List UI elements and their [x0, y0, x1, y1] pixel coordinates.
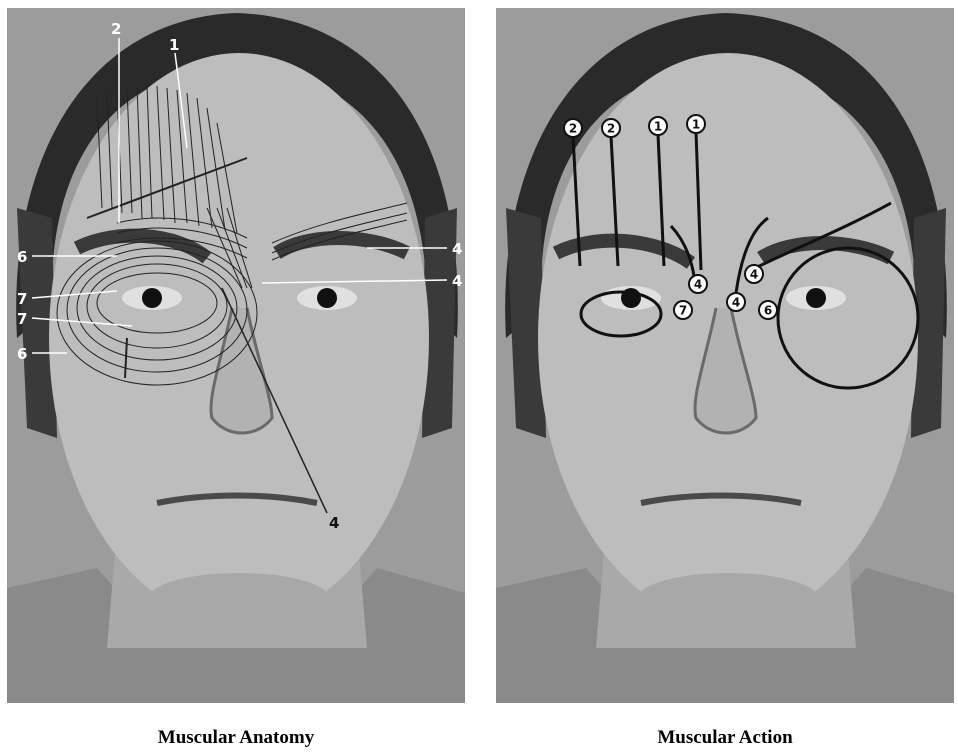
svg-text:7: 7	[679, 304, 687, 318]
caption-muscular-anatomy: Muscular Anatomy	[7, 727, 465, 749]
anatomy-photo-panel: 2 1 4 4 4 6 6 7 7	[7, 8, 465, 703]
svg-text:2: 2	[607, 122, 615, 136]
label-7-pretarsal-lower: 7	[17, 310, 27, 328]
action-photo: 2 2 1 1 4 4 4 7	[496, 8, 954, 703]
marker-6: 6	[759, 301, 777, 319]
caption-muscular-action: Muscular Action	[496, 727, 954, 749]
marker-1a: 1	[649, 117, 667, 135]
svg-text:2: 2	[569, 122, 577, 136]
svg-text:4: 4	[750, 268, 758, 282]
svg-text:4: 4	[732, 296, 740, 310]
label-4-procerus: 4	[452, 272, 462, 290]
marker-2a: 2	[564, 119, 582, 137]
label-2-frontalis-lateral: 2	[111, 20, 121, 38]
marker-4b: 4	[727, 293, 745, 311]
label-4-depressor: 4	[329, 514, 339, 532]
svg-text:6: 6	[764, 304, 772, 318]
marker-4c: 4	[745, 265, 763, 283]
marker-1b: 1	[687, 115, 705, 133]
label-7-pretarsal-upper: 7	[17, 290, 27, 308]
label-4-corrugator: 4	[452, 240, 462, 258]
anatomy-photo: 2 1 4 4 4 6 6 7 7	[7, 8, 465, 703]
marker-2b: 2	[602, 119, 620, 137]
action-photo-panel: 2 2 1 1 4 4 4 7	[496, 8, 954, 703]
label-6-orbicularis-upper: 6	[17, 248, 27, 266]
label-6-orbicularis-lower: 6	[17, 345, 27, 363]
marker-4a: 4	[689, 275, 707, 293]
svg-text:4: 4	[694, 278, 702, 292]
marker-7: 7	[674, 301, 692, 319]
svg-text:1: 1	[654, 120, 662, 134]
svg-text:1: 1	[692, 118, 700, 132]
label-1-frontalis-medial: 1	[169, 36, 179, 54]
